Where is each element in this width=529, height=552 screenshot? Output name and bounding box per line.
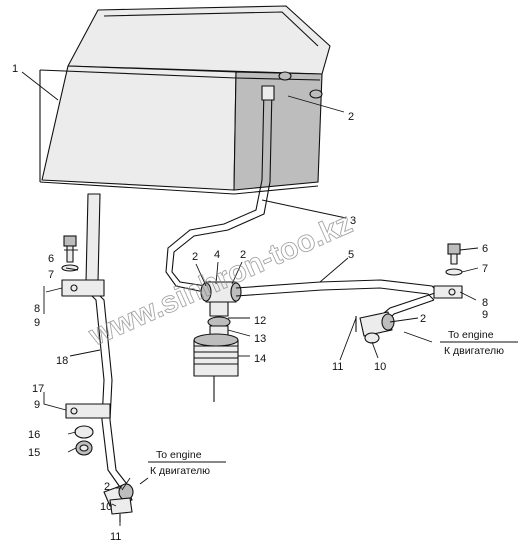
callout-1: 1: [12, 63, 18, 75]
callout-2-left-union: 2: [104, 481, 110, 493]
callout-10-right: 10: [374, 361, 386, 373]
callout-9-left: 9: [34, 317, 40, 329]
callout-8-left: 8: [34, 303, 40, 315]
right-support-bracket: [433, 285, 463, 299]
note-left-en: To engine: [156, 449, 202, 461]
callout-labels: 1 2 3 2 4 2 5 6 7 8 9 6 7 8 9 12 13 14 2…: [12, 63, 488, 543]
callout-14: 14: [254, 353, 266, 365]
left-lower-clamp: [65, 403, 111, 419]
callout-15: 15: [28, 447, 40, 459]
callout-6-left: 6: [48, 253, 54, 265]
note-right-en: To engine: [448, 329, 494, 341]
left-support-bracket: [61, 193, 105, 297]
left-outlet-union: [103, 483, 134, 522]
crossover-pipe: [235, 279, 439, 325]
callout-9-right: 9: [482, 309, 488, 321]
arrow-left: [139, 477, 149, 485]
leader-lines: [21, 71, 479, 526]
callout-16: 16: [28, 429, 40, 441]
callout-7-left: 7: [48, 269, 54, 281]
bolt-washer-left: [61, 235, 79, 272]
callout-4: 4: [214, 249, 220, 261]
right-outlet-union: [355, 311, 395, 344]
left-fuel-line: [91, 295, 131, 491]
callout-12: 12: [254, 315, 266, 327]
callout-2-right-union: 2: [420, 313, 426, 325]
tee-filter-assembly: [193, 281, 242, 402]
callout-6-right: 6: [482, 243, 488, 255]
callout-11-left: 11: [110, 531, 121, 543]
callout-2-tee-left: 2: [192, 251, 198, 263]
callout-2-tank: 2: [348, 111, 354, 123]
callout-9-lower: 9: [34, 399, 40, 411]
callout-13: 13: [254, 333, 266, 345]
left-drain-fitting: [74, 425, 94, 456]
note-right-ru: К двигателю: [444, 345, 504, 357]
callout-10-left: 10: [100, 501, 112, 513]
callout-11-right: 11: [332, 361, 343, 373]
callout-8-right: 8: [482, 297, 488, 309]
note-left-ru: К двигателю: [150, 465, 210, 477]
callout-5: 5: [348, 249, 354, 261]
callout-3: 3: [350, 215, 356, 227]
direction-notes: To engine К двигателю To engine К двигат…: [139, 329, 518, 485]
fuel-tank: [39, 5, 331, 195]
callout-18: 18: [56, 355, 68, 367]
callout-7-right: 7: [482, 263, 488, 275]
right-feed-pipe: [165, 85, 275, 293]
callout-17: 17: [32, 383, 44, 395]
bolt-washer-right: [445, 243, 463, 276]
callout-2-tee-right: 2: [240, 249, 246, 261]
